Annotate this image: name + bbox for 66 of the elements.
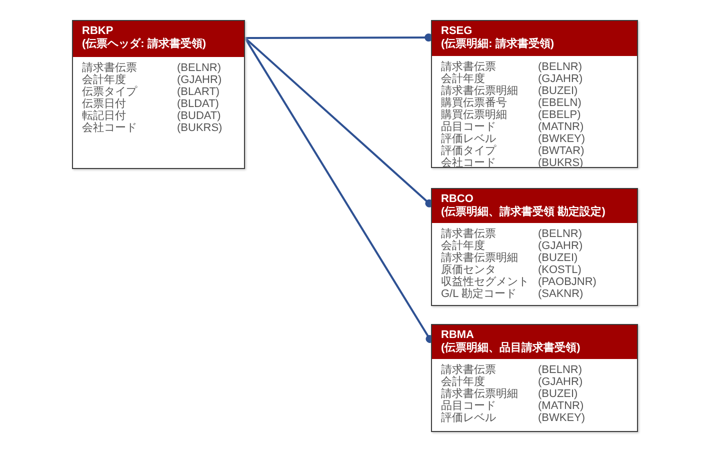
- table-name: RSEG: [441, 25, 472, 38]
- connector-line: [244, 37, 434, 208]
- field-name: 会計年度: [441, 240, 485, 252]
- table-box: [431, 20, 638, 168]
- table-description: (伝票ヘッダ: 請求書受領): [82, 38, 206, 50]
- table-box: [431, 324, 638, 432]
- field-name: 請求書伝票: [441, 364, 496, 376]
- field-name: 請求書伝票: [441, 228, 496, 240]
- field-code: (BWTAR): [538, 145, 584, 157]
- table-name: RBMA: [441, 329, 474, 342]
- table-box: [72, 20, 245, 169]
- table-description: (伝票明細: 請求書受領): [441, 38, 554, 50]
- field-code: (MATNR): [538, 121, 584, 133]
- field-name: 請求書伝票明細: [441, 85, 518, 97]
- field-name: 伝票タイプ: [82, 86, 137, 98]
- field-name: 評価タイプ: [441, 145, 496, 157]
- field-code: (GJAHR): [538, 73, 583, 85]
- field-name: 購買伝票番号: [441, 97, 507, 109]
- field-code: (BELNR): [538, 61, 582, 73]
- field-code: (BELNR): [177, 62, 222, 74]
- field-name: 品目コード: [441, 121, 496, 133]
- field-code: (KOSTL): [538, 264, 582, 276]
- table-name: RBCO: [441, 193, 474, 206]
- field-name: 請求書伝票明細: [441, 388, 518, 400]
- field-name: 品目コード: [441, 400, 496, 412]
- field-code: (MATNR): [538, 400, 584, 412]
- field-code: (EBELP): [538, 109, 581, 121]
- field-code: (SAKNR): [538, 288, 584, 300]
- field-name: 評価レベル: [441, 133, 496, 145]
- table-description: (伝票明細、品目請求書受領): [441, 342, 580, 354]
- field-name: 原価センタ: [441, 264, 496, 276]
- field-name: 請求書伝票: [82, 62, 137, 74]
- field-name: 請求書伝票明細: [441, 252, 518, 264]
- field-code: (GJAHR): [177, 74, 222, 86]
- field-code: (PAOBJNR): [538, 276, 596, 288]
- field-code: (BWKEY): [538, 133, 586, 145]
- field-code: (BUKRS): [538, 157, 584, 169]
- field-name: 会計年度: [441, 73, 485, 85]
- field-code: (BUZEI): [538, 85, 578, 97]
- field-code: (GJAHR): [538, 376, 583, 388]
- field-code: (BLDAT): [177, 98, 219, 110]
- field-code: (BELNR): [538, 228, 582, 240]
- field-name: 会社コード: [441, 157, 496, 169]
- field-code: (GJAHR): [538, 240, 583, 252]
- field-name: 会計年度: [82, 74, 126, 86]
- field-code: (BUZEI): [538, 252, 578, 264]
- table-name: RBKP: [82, 25, 114, 38]
- field-code: (BUKRS): [177, 122, 222, 134]
- field-code: (EBELN): [538, 97, 582, 109]
- field-name: G/L 勘定コード: [441, 288, 516, 300]
- field-code: (BWKEY): [538, 412, 586, 424]
- field-code: (BUZEI): [538, 388, 578, 400]
- field-name: 伝票日付: [82, 98, 126, 110]
- field-name: 収益性セグメント: [441, 276, 529, 288]
- field-name: 請求書伝票: [441, 61, 496, 73]
- field-name: 転記日付: [82, 110, 126, 122]
- field-name: 評価レベル: [441, 412, 496, 424]
- field-name: 購買伝票明細: [441, 109, 507, 121]
- field-code: (BLART): [177, 86, 220, 98]
- field-code: (BUDAT): [177, 110, 221, 122]
- table-box: [431, 188, 638, 306]
- table-description: (伝票明細、請求書受領 勘定設定): [441, 206, 606, 218]
- field-name: 会計年度: [441, 376, 485, 388]
- field-code: (BELNR): [538, 364, 582, 376]
- field-name: 会社コード: [82, 122, 137, 134]
- connector-line: [245, 34, 433, 42]
